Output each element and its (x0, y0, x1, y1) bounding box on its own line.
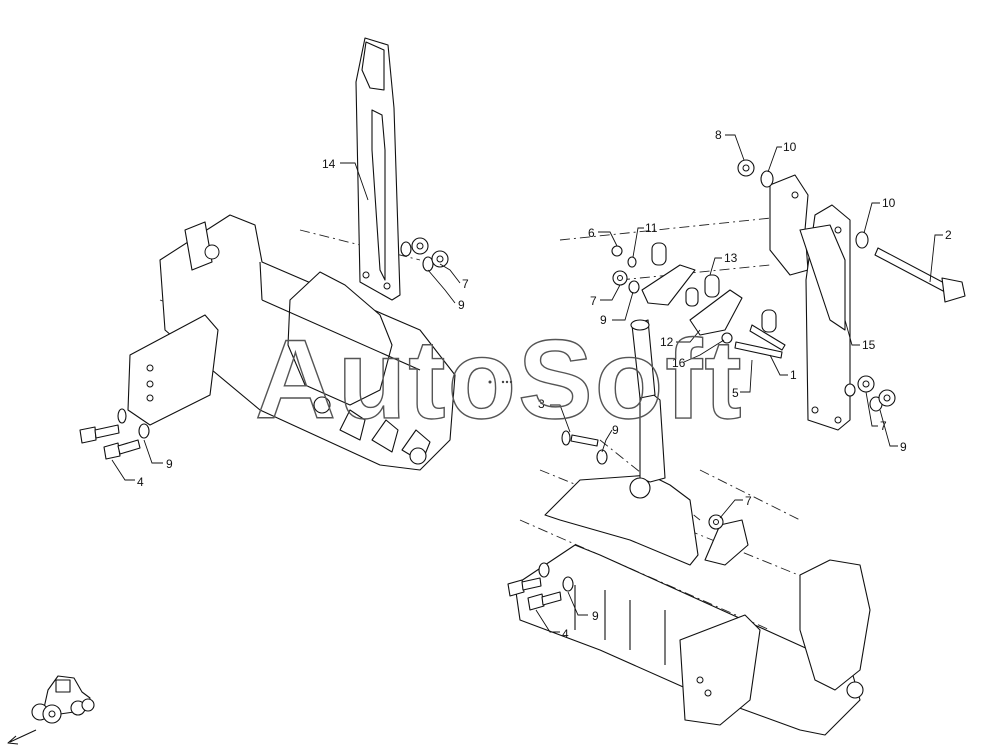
callout-9: 9 (600, 313, 607, 327)
callout-5: 5 (732, 386, 739, 400)
left-hardware (79, 237, 449, 460)
callout-4: 4 (137, 475, 144, 489)
tractor-orientation-icon (31, 675, 95, 724)
callout-9: 9 (900, 440, 907, 454)
right-hardware (507, 159, 896, 611)
linkage-parts (561, 242, 786, 447)
part-14-bracket (355, 37, 401, 301)
watermark-text: AutoSoft (255, 317, 744, 442)
callout-6: 6 (588, 226, 595, 240)
leader-lines (111, 134, 943, 633)
callout-3: 3 (538, 397, 545, 411)
callout-12: 12 (660, 335, 674, 349)
watermark: AutoSoft (254, 316, 744, 442)
callout-2: 2 (945, 228, 952, 242)
callout-15: 15 (862, 338, 876, 352)
callout-4: 4 (562, 627, 569, 641)
part-15-bracket (769, 174, 851, 431)
callout-1: 1 (790, 368, 797, 382)
callout-7: 7 (462, 277, 469, 291)
callout-7: 7 (880, 419, 887, 433)
callout-7: 7 (590, 294, 597, 308)
callout-labels: 14 7 9 4 9 3 9 4 9 7 8 10 10 2 6 11 7 9 … (137, 128, 952, 641)
callout-14: 14 (322, 157, 336, 171)
callout-11: 11 (645, 221, 658, 235)
callout-9: 9 (458, 298, 465, 312)
callout-13: 13 (724, 251, 738, 265)
callout-9: 9 (166, 457, 173, 471)
callout-7: 7 (745, 494, 752, 508)
callout-10: 10 (783, 140, 797, 154)
callout-9: 9 (612, 423, 619, 437)
callout-8: 8 (715, 128, 722, 142)
left-assembly (127, 214, 456, 471)
callout-10: 10 (882, 196, 896, 210)
right-assembly (514, 214, 871, 736)
direction-arrow-icon (7, 729, 37, 745)
callout-16: 16 (672, 356, 686, 370)
part-2-bolt (874, 247, 966, 303)
callout-9: 9 (592, 609, 599, 623)
